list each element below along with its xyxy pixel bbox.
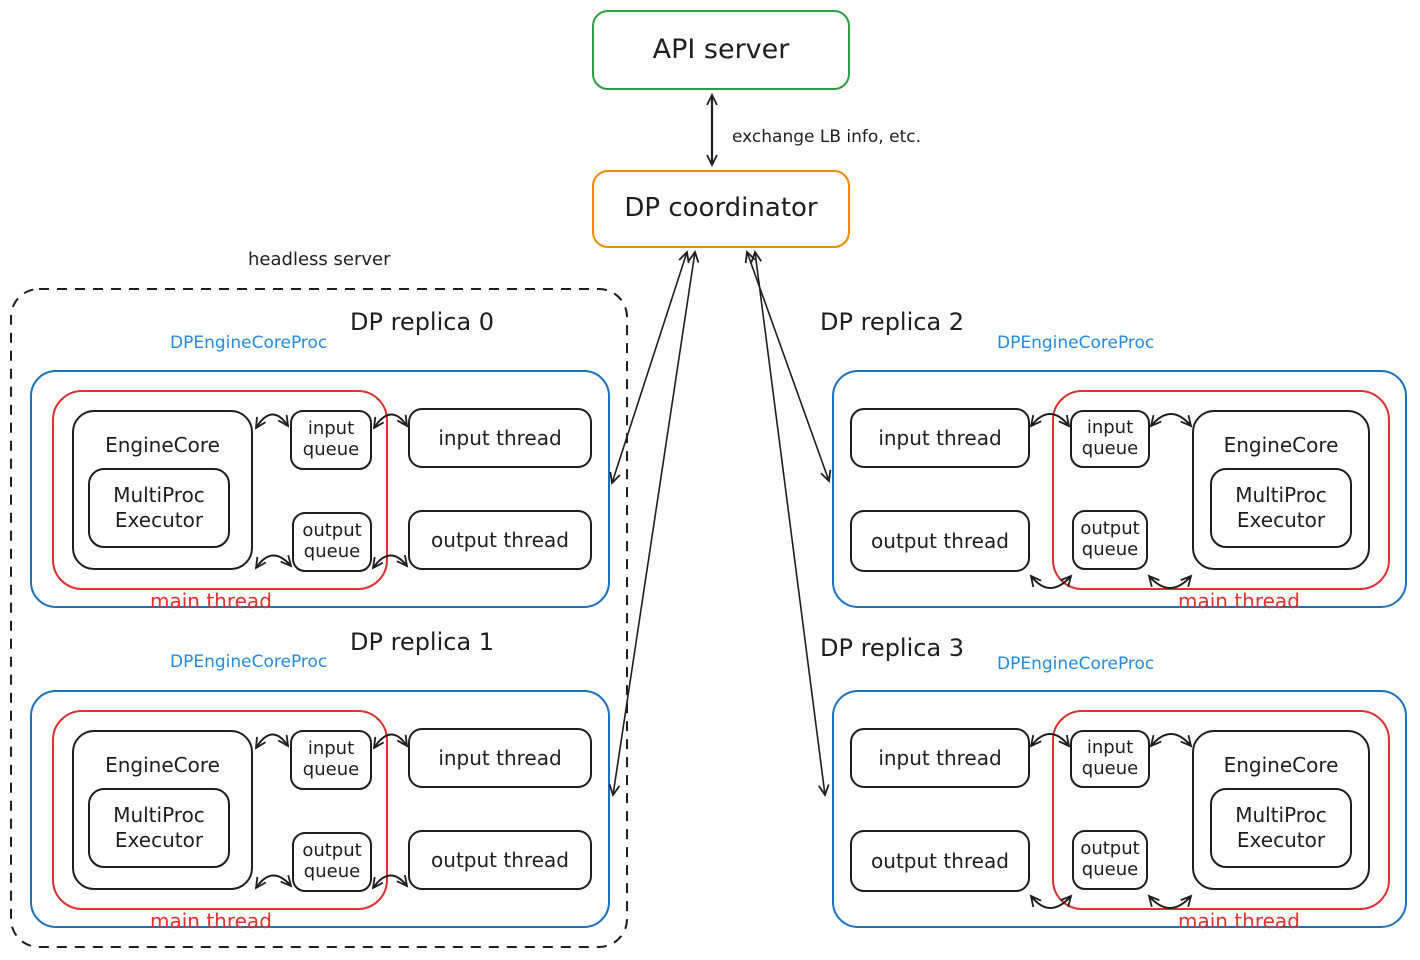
replica-1-input-queue-label: input queue [302, 738, 360, 780]
replica-3-input-thread-label: input thread [878, 745, 1002, 770]
arrow-coordinator-replica-3 [755, 252, 825, 795]
replica-1-output-thread-label: output thread [431, 847, 569, 872]
replica-0-multiproc-executor-label: MultiProc Executor [113, 483, 205, 532]
replica-2-enginecore-box: EngineCore [1192, 410, 1370, 570]
replica-2-engineproc-box [832, 370, 1407, 608]
replica-3-main-thread-label: main thread [1178, 909, 1300, 933]
replica-1-enginecore-label: EngineCore [105, 753, 220, 777]
replica-3-title: DP replica 3 [820, 634, 965, 662]
replica-0-input-thread-label: input thread [438, 425, 562, 450]
headless-server-label: headless server [248, 249, 391, 270]
replica-1-output-queue-box: output queue [292, 832, 372, 892]
replica-3-multiproc-executor-box: MultiProc Executor [1210, 788, 1352, 868]
api-server-box: API server [592, 10, 850, 90]
replica-2-output-queue-label: output queue [1080, 518, 1140, 560]
replica-1-input-thread-label: input thread [438, 745, 562, 770]
replica-2-input-queue-label: input queue [1081, 417, 1139, 459]
replica-0-title: DP replica 0 [350, 308, 495, 336]
replica-1-multiproc-executor-box: MultiProc Executor [88, 788, 230, 868]
replica-3-input-thread-box: input thread [850, 728, 1030, 788]
replica-1-input-thread-box: input thread [408, 728, 592, 788]
replica-2-multiproc-executor-label: MultiProc Executor [1235, 483, 1327, 532]
replica-0-output-queue-box: output queue [292, 512, 372, 572]
replica-1-proc-label: DPEngineCoreProc [170, 652, 328, 672]
replica-1-output-thread-box: output thread [408, 830, 592, 890]
replica-3-input-queue-label: input queue [1081, 737, 1139, 779]
replica-0-enginecore-label: EngineCore [105, 433, 220, 457]
replica-0-output-thread-label: output thread [431, 527, 569, 552]
replica-1-multiproc-executor-label: MultiProc Executor [113, 803, 205, 852]
replica-3-multiproc-executor-label: MultiProc Executor [1235, 803, 1327, 852]
replica-3-input-queue-box: input queue [1070, 730, 1150, 788]
replica-0-input-thread-box: input thread [408, 408, 592, 468]
replica-0-multiproc-executor-box: MultiProc Executor [88, 468, 230, 548]
replica-2-enginecore-label: EngineCore [1223, 433, 1339, 457]
replica-3-main-thread-box [1052, 710, 1390, 910]
replica-2-multiproc-executor-box: MultiProc Executor [1210, 468, 1352, 548]
replica-3-output-thread-label: output thread [871, 848, 1009, 873]
replica-0-input-queue-label: input queue [302, 418, 360, 460]
replica-0-main-thread-label: main thread [150, 589, 272, 613]
replica-2-proc-label: DPEngineCoreProc [997, 333, 1155, 353]
replica-2-title: DP replica 2 [820, 308, 965, 336]
replica-1-main-thread-label: main thread [150, 909, 272, 933]
replica-3-output-queue-label: output queue [1080, 838, 1140, 880]
replica-1-output-queue-label: output queue [302, 840, 362, 882]
arrow-coordinator-replica-1 [613, 252, 695, 795]
replica-3-output-queue-box: output queue [1072, 830, 1148, 890]
replica-2-input-queue-box: input queue [1070, 410, 1150, 468]
replica-0-proc-label: DPEngineCoreProc [170, 333, 328, 353]
replica-0-output-queue-label: output queue [302, 520, 362, 562]
dp-coordinator-box: DP coordinator [592, 170, 850, 248]
replica-1-input-queue-box: input queue [290, 730, 372, 790]
replica-0-input-queue-box: input queue [290, 410, 372, 470]
arrow-coordinator-replica-2 [747, 252, 829, 481]
replica-2-input-thread-box: input thread [850, 408, 1030, 468]
replica-3-enginecore-box: EngineCore [1192, 730, 1370, 890]
dp-coordinator-label: DP coordinator [624, 193, 818, 224]
arrow-coordinator-replica-0 [612, 252, 687, 483]
replica-0-output-thread-box: output thread [408, 510, 592, 570]
api-server-label: API server [652, 34, 790, 66]
replica-3-output-thread-box: output thread [850, 830, 1030, 892]
replica-2-main-thread-box [1052, 390, 1390, 590]
replica-2-output-queue-box: output queue [1072, 510, 1148, 570]
replica-2-main-thread-label: main thread [1178, 589, 1300, 613]
exchange-lb-info-label: exchange LB info, etc. [732, 127, 921, 147]
replica-2-input-thread-label: input thread [878, 425, 1002, 450]
replica-3-engineproc-box [832, 690, 1407, 928]
replica-1-title: DP replica 1 [350, 628, 495, 656]
replica-2-output-thread-label: output thread [871, 528, 1009, 553]
replica-3-enginecore-label: EngineCore [1223, 753, 1339, 777]
replica-3-proc-label: DPEngineCoreProc [997, 654, 1155, 674]
replica-2-output-thread-box: output thread [850, 510, 1030, 572]
